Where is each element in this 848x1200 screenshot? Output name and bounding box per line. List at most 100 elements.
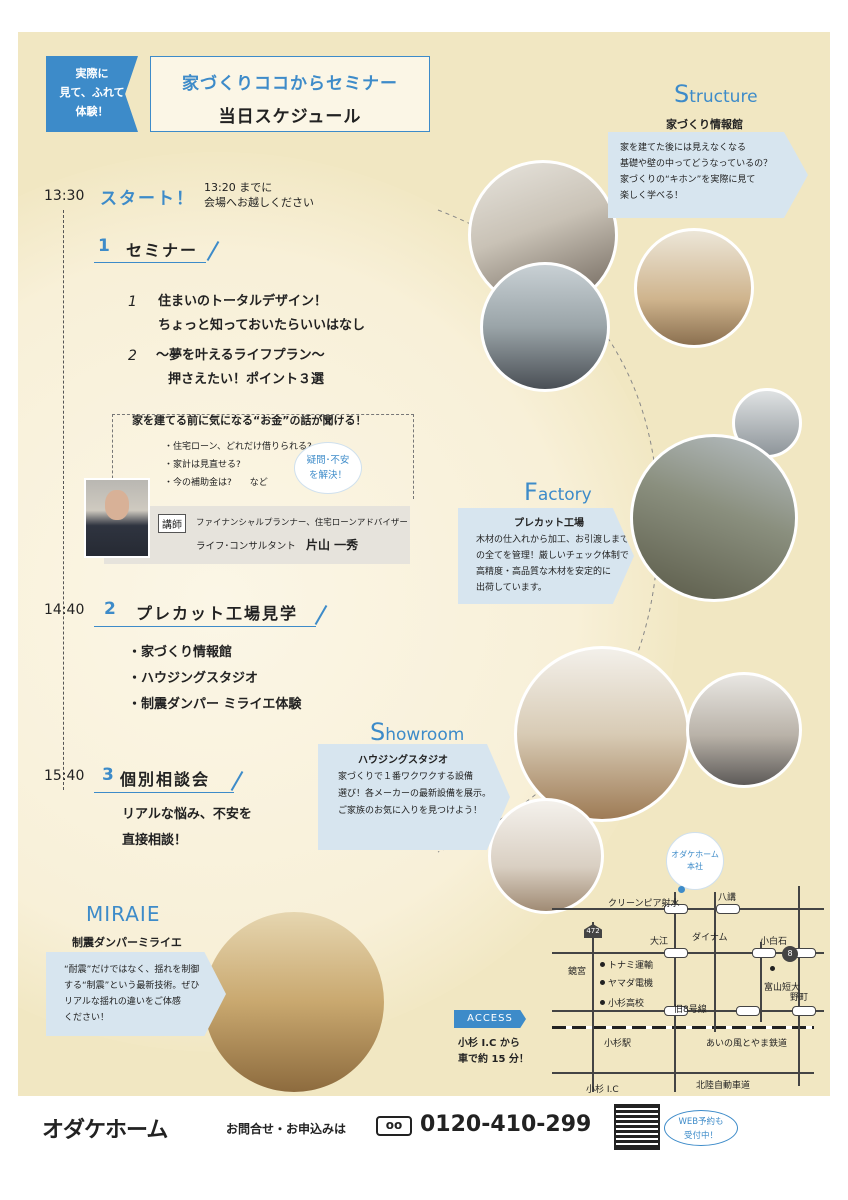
header-tag: 実際に 見て、ふれて 体験！: [46, 56, 138, 132]
structure-bubble: 家を建てた後には見えなくなる 基礎や壁の中ってどうなっているの？ 家づくりの“キ…: [608, 132, 808, 218]
road-hakko: [714, 892, 716, 1032]
tour-list: ・家づくり情報館 ・ハウジングスタジオ ・制震ダンパー ミライエ体験: [128, 640, 301, 718]
money-box: [112, 414, 414, 499]
access-map: オダケホーム 本社 クリーンピア射水 八講 大江 ダイナム 小白石 鏡宮 トナミ…: [538, 832, 830, 1096]
seminar-audience-photo: [480, 262, 610, 392]
seminar-number: 1: [98, 236, 110, 256]
money-badge-line1: 疑問･不安: [306, 455, 350, 466]
factory-rest: actory: [537, 485, 592, 505]
label-hokuriku: 北陸自動車道: [696, 1081, 751, 1091]
label-yamada: ヤマダ電機: [608, 979, 654, 989]
signal-route8-east: [736, 1006, 760, 1016]
road-center: [674, 892, 676, 1092]
miraie-body-4: ください！: [64, 1013, 110, 1023]
start-note: 13:20 までに 会場へお越しください: [204, 180, 314, 210]
phone-number[interactable]: 0120-410-299: [420, 1112, 592, 1137]
signal-oe: [664, 948, 688, 958]
lecturer-box: [104, 506, 410, 564]
money-badge: 疑問･不安 を解決！: [294, 442, 362, 494]
road-route8: [552, 1010, 824, 1012]
showroom-title: Showroom: [370, 718, 464, 746]
seminar-title: 家づくりココからセミナー: [182, 74, 398, 94]
signal-koshiishi: [752, 948, 776, 958]
showroom-family-photo: [488, 798, 604, 914]
lecturer-label: 講師: [158, 514, 186, 533]
label-kagamimiya: 鏡宮: [568, 967, 587, 977]
factory-body-1: 木材の仕入れから加工、お引渡しまで: [476, 535, 630, 545]
topic2-line2: 押さえたい！ポイント３選: [168, 372, 325, 387]
factory-cap: F: [524, 478, 538, 506]
label-koshiishi: 小白石: [760, 937, 788, 947]
access-note: 小杉 I.C から 車で約 15 分！: [458, 1036, 529, 1068]
factory-body-2: の全てを管理！厳しいチェック体制で: [476, 551, 629, 561]
tour-time: 14:40: [44, 602, 85, 618]
structure-rest: tructure: [689, 87, 758, 107]
hq-dot: [678, 886, 685, 893]
lecturer-face: [105, 490, 129, 520]
timeline-line: [63, 210, 64, 790]
web-line1: WEB予約も: [678, 1117, 724, 1127]
tour-heading: プレカット工場見学: [136, 604, 299, 623]
consult-heading: 個別相談会: [120, 770, 211, 789]
lecturer-role: ファイナンシャルプランナー、住宅ローンアドバイザー: [196, 518, 408, 528]
contact-label: お問合せ・お申込みは: [226, 1122, 347, 1136]
start-label: スタート！: [100, 189, 195, 209]
label-oe: 大江: [650, 937, 669, 947]
structure-photo: [634, 228, 754, 348]
start-note-line2: 会場へお越しください: [204, 196, 314, 209]
money-list: ・住宅ローン、どれだけ借りられる? ・家計は見直せる? ・今の補助金は? など: [164, 438, 312, 492]
factory-title: Factory: [524, 478, 592, 506]
structure-title: Structure: [674, 80, 758, 108]
tour-item-2: ・ハウジングスタジオ: [128, 671, 259, 686]
miraie-body-1: “耐震”だけではなく、揺れを制御: [64, 965, 200, 975]
seminar-underline: [94, 262, 206, 263]
money-item2: ・家計は見直せる?: [164, 460, 241, 470]
label-route8: 旧8号線: [674, 1005, 707, 1015]
access-note-line1: 小杉 I.C から: [458, 1038, 520, 1049]
topic1-line1: 住まいのトータルデザイン！: [158, 294, 328, 309]
money-item1: ・住宅ローン、どれだけ借りられる?: [164, 442, 312, 452]
dot-toyama-jc: [770, 966, 775, 971]
dot-tonami: [600, 962, 605, 967]
lecturer-title: ライフ･コンサルタント: [196, 541, 296, 552]
consult-text: リアルな悩み、不安を 直接相談！: [122, 802, 252, 854]
access-badge: ACCESS: [454, 1010, 526, 1028]
showroom-rest: howroom: [385, 725, 465, 745]
topic1: 住まいのトータルデザイン！ ちょっと知っておいたらいいはなし: [158, 290, 365, 338]
freedial-icon: oo: [376, 1116, 412, 1136]
structure-body-2: 基礎や壁の中ってどうなっているの？: [620, 159, 773, 169]
tour-item-3: ・制震ダンパー ミライエ体験: [128, 697, 302, 712]
miraie-photo: [204, 912, 384, 1092]
miraie-title: MIRAIE: [86, 902, 161, 926]
showroom-subtitle: ハウジングスタジオ: [358, 755, 448, 766]
consult-time: 15:40: [44, 768, 85, 784]
lecturer-photo: [84, 478, 150, 558]
hq-marker: オダケホーム 本社: [666, 832, 724, 890]
label-clean: クリーンピア射水: [608, 899, 680, 909]
tour-item-1: ・家づくり情報館: [128, 645, 233, 660]
showroom-body-3: ご家族のお気に入りを見つけよう！: [338, 806, 483, 816]
label-kosugi-hs: 小杉高校: [608, 999, 645, 1009]
topic1-line2: ちょっと知っておいたらいいはなし: [158, 318, 365, 333]
railway: [552, 1026, 814, 1029]
schedule-title: 当日スケジュール: [218, 107, 362, 127]
signal-route8: [664, 1006, 688, 1016]
consult-line1: リアルな悩み、不安を: [122, 807, 252, 822]
footer: オダケホーム お問合せ・お申込みは oo 0120-410-299 WEB予約も…: [0, 1096, 848, 1200]
hq-line2: 本社: [687, 862, 703, 871]
miraie-bubble: “耐震”だけではなく、揺れを制御 する“制震”という最新技術。ぜひ リアルな揺れ…: [46, 952, 226, 1036]
road-mid: [552, 952, 824, 954]
road-east: [798, 886, 800, 1086]
tour-number: 2: [104, 599, 116, 619]
miraie-body-2: する“制震”という最新技術。ぜひ: [64, 981, 200, 991]
seminar-heading: セミナー: [126, 241, 199, 260]
qr-code-icon[interactable]: [614, 1104, 660, 1150]
money-badge-line2: を解決！: [308, 470, 347, 481]
factory-subtitle: プレカット工場: [514, 518, 584, 529]
factory-body-3: 高精度・高品質な木材を安定的に: [476, 567, 612, 577]
route-8-sign: 8: [782, 946, 798, 962]
web-reservation-badge: WEB予約も 受付中！: [664, 1110, 738, 1146]
money-heading: 家を建てる前に気になる“お金”の話が聞ける！: [132, 414, 367, 427]
label-kosugi-ic: 小杉 I.C: [586, 1085, 619, 1095]
flyer-background: 実際に 見て、ふれて 体験！ 家づくりココからセミナー 当日スケジュール 13:…: [18, 32, 830, 1096]
